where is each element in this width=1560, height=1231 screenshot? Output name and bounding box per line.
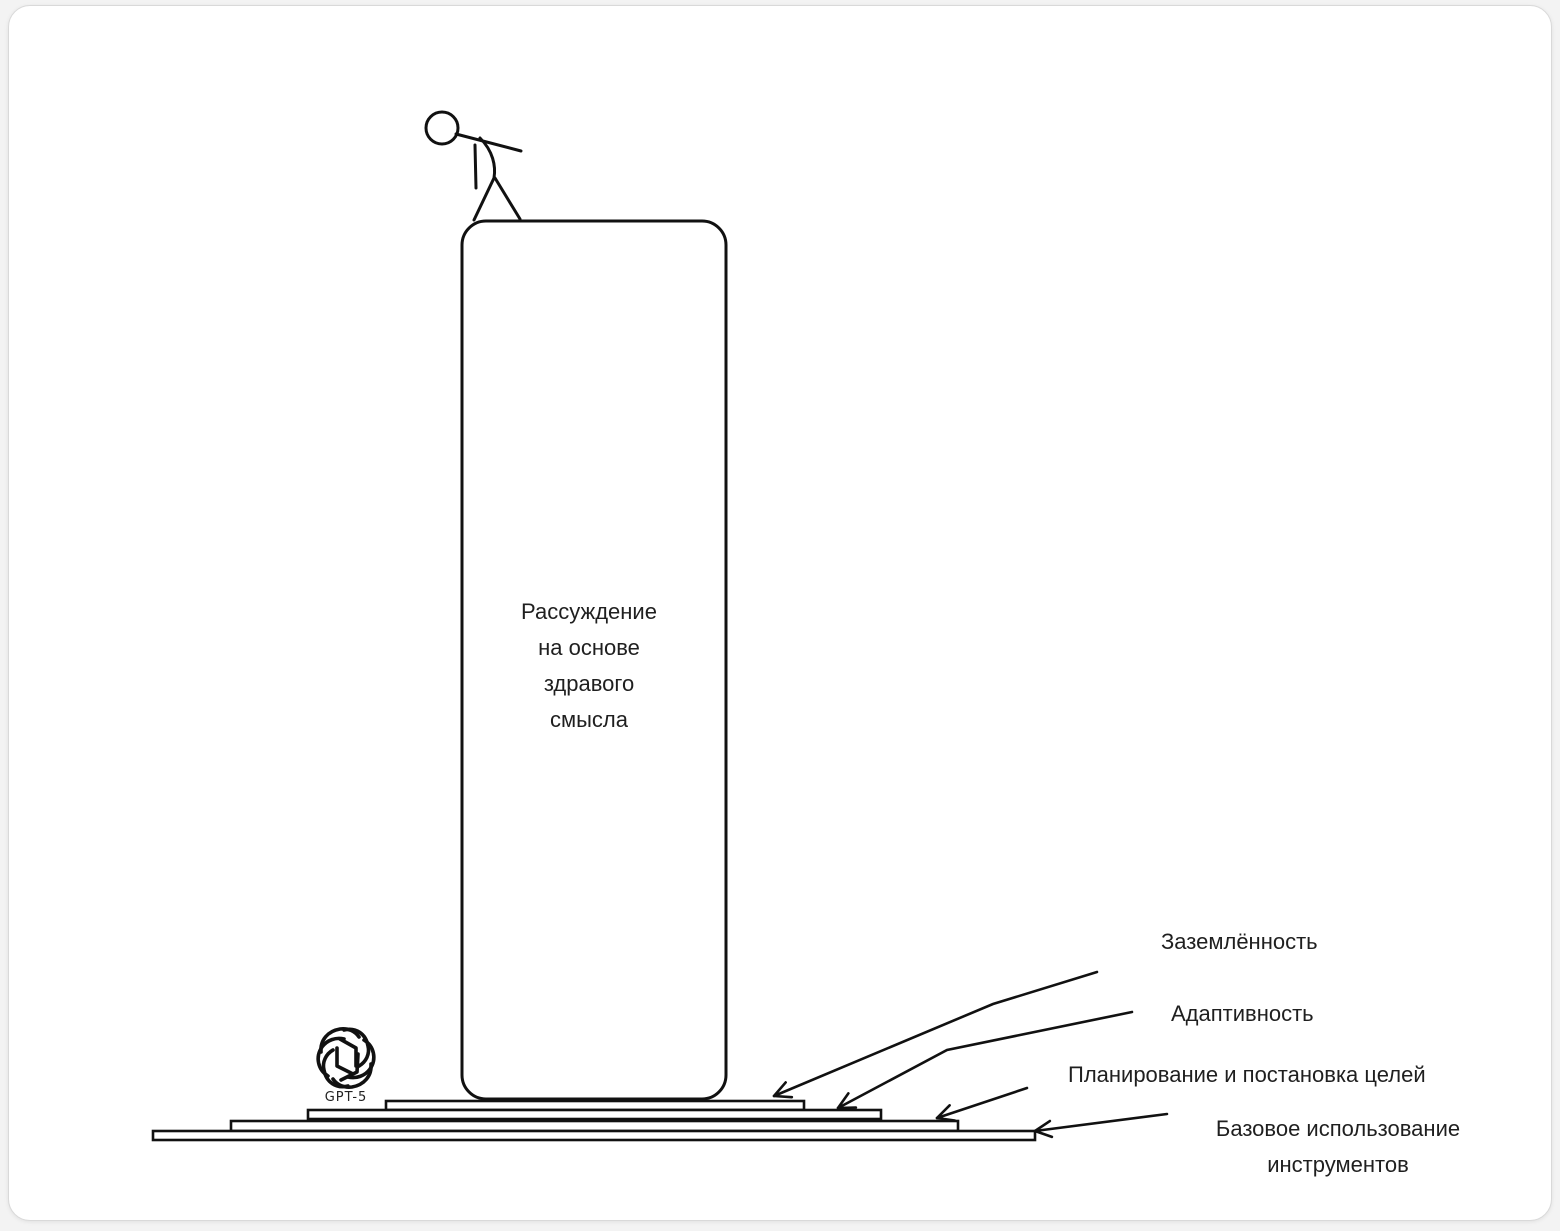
- label-basic-tools: Базовое использование инструментов: [1198, 1111, 1478, 1183]
- label-grounding: Заземлённость: [1161, 929, 1318, 954]
- arrow-grounding: [772, 970, 1099, 1099]
- label-basic-tools-line-1: Базовое использование: [1215, 1116, 1461, 1141]
- arrow-planning: [935, 1086, 1029, 1122]
- pillar-label-line-3: здравого: [543, 671, 635, 696]
- arrow-adaptivity: [836, 1010, 1134, 1110]
- layer-adaptivity: [306, 1108, 883, 1121]
- layer-planning: [229, 1119, 960, 1133]
- arrow-basic-tools: [1033, 1112, 1169, 1139]
- openai-knot-icon: [316, 1027, 376, 1089]
- diagram-card: [8, 5, 1552, 1221]
- pillar-label: Рассуждение на основе здравого смысла: [463, 594, 715, 738]
- stick-figure-icon: [424, 110, 523, 222]
- pillar-label-line-2: на основе: [538, 635, 640, 660]
- pillar-label-line-1: Рассуждение: [521, 599, 657, 624]
- pillar-label-line-4: смысла: [549, 707, 628, 732]
- layer-basic-tools: [151, 1129, 1037, 1142]
- gpt-label: GPT-5: [324, 1090, 368, 1105]
- layer-grounding: [384, 1099, 806, 1112]
- label-basic-tools-line-2: инструментов: [1267, 1152, 1409, 1177]
- pillar-box: [460, 219, 728, 1101]
- label-planning: Планирование и постановка целей: [1068, 1062, 1426, 1087]
- label-adaptivity: Адаптивность: [1171, 1001, 1314, 1026]
